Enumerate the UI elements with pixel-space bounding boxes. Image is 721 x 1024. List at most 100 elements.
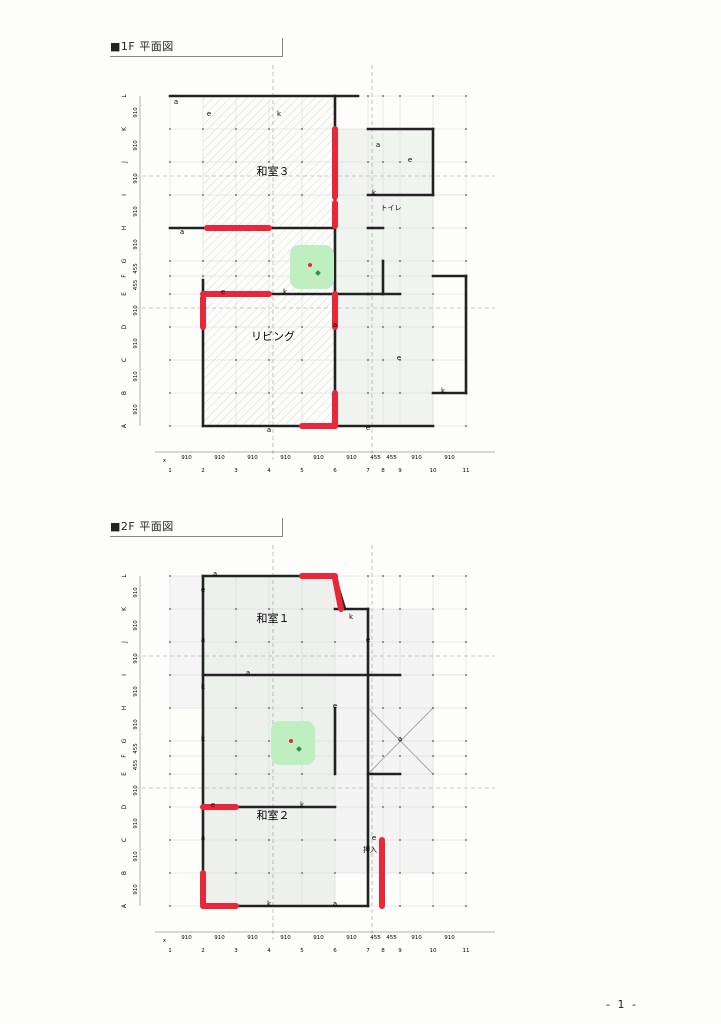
row-label: G bbox=[121, 258, 128, 263]
column-label: 1 bbox=[168, 468, 172, 474]
grid-dot bbox=[235, 608, 237, 610]
grid-dot bbox=[432, 740, 434, 742]
wall-mark: e bbox=[221, 288, 225, 296]
column-dimension: 910 bbox=[411, 935, 422, 941]
row-label: A bbox=[121, 423, 128, 428]
grid-dot bbox=[382, 161, 384, 163]
axis-marker: x bbox=[163, 458, 166, 464]
grid-dot bbox=[465, 905, 467, 907]
row-dimension: 910 bbox=[133, 338, 139, 349]
row-label: K bbox=[121, 606, 128, 611]
room-label: 和室１ bbox=[257, 611, 290, 625]
row-dimension: 910 bbox=[133, 404, 139, 415]
row-label: F bbox=[121, 274, 128, 278]
row-dimension: 910 bbox=[133, 239, 139, 250]
grid-dot bbox=[235, 872, 237, 874]
row-label: K bbox=[121, 126, 128, 131]
grid-dot bbox=[399, 95, 401, 97]
row-dimension: 455 bbox=[133, 743, 139, 754]
grid-dot bbox=[235, 260, 237, 262]
grid-dot bbox=[169, 608, 171, 610]
grid-dot bbox=[432, 359, 434, 361]
room-label: 和室３ bbox=[257, 164, 290, 178]
wall-mark: k bbox=[372, 189, 377, 197]
plan-2f: LKJIHGFEDCBA9109109109109104554559109109… bbox=[121, 545, 495, 954]
row-label: I bbox=[121, 674, 128, 676]
grid-dot bbox=[382, 641, 384, 643]
grid-dot bbox=[432, 260, 434, 262]
column-dimension: 910 bbox=[444, 935, 455, 941]
wall-mark: k bbox=[267, 900, 272, 908]
wall-mark: a bbox=[174, 98, 178, 106]
grid-dot bbox=[465, 740, 467, 742]
grid-dot bbox=[235, 839, 237, 841]
column-dimension: 455 bbox=[386, 455, 397, 461]
grid-dot bbox=[268, 773, 270, 775]
grid-dot bbox=[399, 392, 401, 394]
grid-dot bbox=[301, 392, 303, 394]
column-label: 7 bbox=[366, 468, 370, 474]
row-label: H bbox=[121, 226, 128, 231]
grid-dot bbox=[382, 359, 384, 361]
grid-dot bbox=[432, 773, 434, 775]
wall-mark: e bbox=[408, 156, 412, 164]
grid-dot bbox=[301, 641, 303, 643]
column-dimension: 910 bbox=[214, 935, 225, 941]
grid-dot bbox=[465, 674, 467, 676]
grid-dot bbox=[465, 161, 467, 163]
grid-dot bbox=[465, 707, 467, 709]
gravity-center-zone bbox=[290, 245, 334, 289]
row-dimension: 455 bbox=[133, 263, 139, 274]
grid-dot bbox=[399, 260, 401, 262]
grid-dot bbox=[235, 275, 237, 277]
rigidity-center-point bbox=[315, 270, 321, 276]
grid-dot bbox=[268, 161, 270, 163]
wall-mark: a bbox=[213, 570, 217, 578]
row-dimension: 910 bbox=[133, 884, 139, 895]
grid-dot bbox=[367, 161, 369, 163]
grid-dot bbox=[399, 641, 401, 643]
grid-dot bbox=[367, 275, 369, 277]
grid-dot bbox=[202, 194, 204, 196]
column-label: 11 bbox=[463, 468, 470, 474]
grid-dot bbox=[202, 275, 204, 277]
row-dimension: 910 bbox=[133, 371, 139, 382]
grid-dot bbox=[382, 608, 384, 610]
column-label: 8 bbox=[381, 948, 385, 954]
grid-dot bbox=[202, 260, 204, 262]
grid-dot bbox=[432, 95, 434, 97]
wall-mark: e bbox=[211, 801, 215, 809]
grid-dot bbox=[465, 194, 467, 196]
grid-dot bbox=[169, 425, 171, 427]
grid-dot bbox=[235, 641, 237, 643]
row-dimension: 910 bbox=[133, 587, 139, 598]
grid-dot bbox=[382, 95, 384, 97]
grid-dot bbox=[432, 326, 434, 328]
grid-dot bbox=[465, 755, 467, 757]
column-dimension: 455 bbox=[370, 455, 381, 461]
column-label: 4 bbox=[267, 948, 271, 954]
row-dimension: 455 bbox=[133, 759, 139, 770]
plan-1f: LKJIHGFEDCBA9109109109109104554559109109… bbox=[121, 65, 495, 474]
grid-dot bbox=[399, 755, 401, 757]
grid-dot bbox=[169, 326, 171, 328]
grid-dot bbox=[169, 641, 171, 643]
grid-dot bbox=[334, 872, 336, 874]
column-dimension: 910 bbox=[214, 455, 225, 461]
row-label: I bbox=[121, 194, 128, 196]
room-label: 和室２ bbox=[257, 808, 290, 822]
grid-dot bbox=[268, 128, 270, 130]
grid-dot bbox=[465, 575, 467, 577]
row-label: B bbox=[121, 871, 128, 875]
grid-dot bbox=[169, 773, 171, 775]
grid-dot bbox=[268, 839, 270, 841]
grid-dot bbox=[268, 608, 270, 610]
column-label: 11 bbox=[463, 948, 470, 954]
column-label: 2 bbox=[201, 468, 205, 474]
row-dimension: 910 bbox=[133, 851, 139, 862]
row-dimension: 910 bbox=[133, 140, 139, 151]
row-dimension: 910 bbox=[133, 719, 139, 730]
column-label: 7 bbox=[366, 948, 370, 954]
grid-dot bbox=[268, 359, 270, 361]
grid-dot bbox=[169, 293, 171, 295]
